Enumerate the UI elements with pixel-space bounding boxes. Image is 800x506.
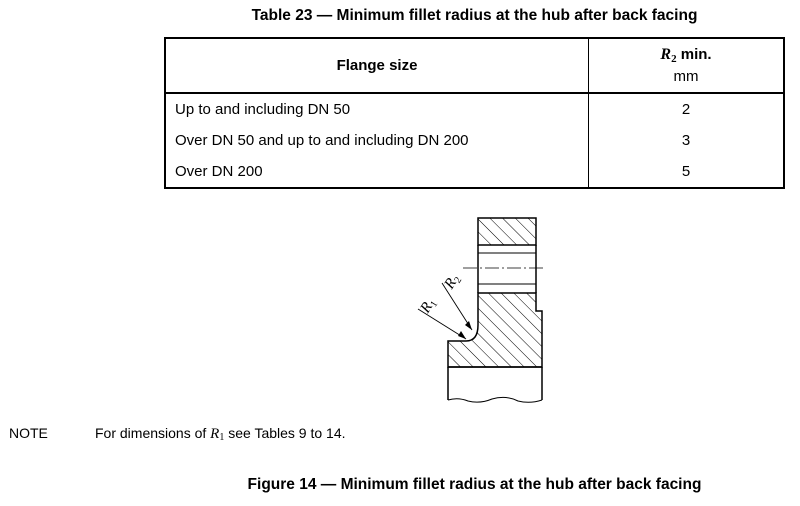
r1-arrowhead: [458, 331, 466, 339]
bolt-hole: [477, 245, 537, 293]
r1-label: R1: [417, 295, 440, 317]
flange-section-upper: [477, 217, 537, 246]
note-text: For dimensions of R1 see Tables 9 to 14.: [95, 425, 346, 443]
r2-arrowhead: [465, 321, 472, 330]
row-flange-size: Up to and including DN 50: [165, 93, 589, 125]
hub-fillet-drawing: R1 R2: [410, 215, 550, 405]
note-symbol: R1: [210, 426, 225, 443]
row-flange-size: Over DN 200: [165, 156, 589, 188]
hub-section: [447, 292, 543, 368]
hole-edges: [478, 252, 536, 285]
r2-label: R2: [441, 271, 464, 293]
table-row: Up to and including DN 50 2: [165, 93, 784, 125]
row-r2-value: 5: [681, 163, 691, 180]
pipe-body: [447, 367, 543, 400]
row-flange-size: Over DN 50 and up to and including DN 20…: [165, 125, 589, 156]
break-line: [447, 396, 543, 403]
r2-leader: [441, 282, 473, 331]
row-r2-value: 3: [681, 132, 691, 149]
header-min-label: min.: [680, 45, 712, 63]
header-r2-min: R2 min. mm: [588, 38, 784, 94]
table-title: Table 23 — Minimum fillet radius at the …: [251, 7, 698, 24]
header-r2-symbol: R2: [660, 45, 677, 65]
header-flange-size: Flange size: [165, 38, 589, 94]
row-r2-value: 2: [681, 101, 691, 118]
fillet-radius-table: Flange size R2 min. mm Up to and includi…: [164, 37, 785, 189]
r1-leader: [417, 308, 467, 340]
figure-caption: Figure 14 — Minimum fillet radius at the…: [247, 476, 702, 493]
note-label: NOTE: [9, 425, 48, 441]
table-row: Over DN 200 5: [165, 156, 784, 188]
table-header-row: Flange size R2 min. mm: [165, 38, 784, 94]
header-unit: mm: [673, 67, 699, 85]
table-row: Over DN 50 and up to and including DN 20…: [165, 125, 784, 156]
